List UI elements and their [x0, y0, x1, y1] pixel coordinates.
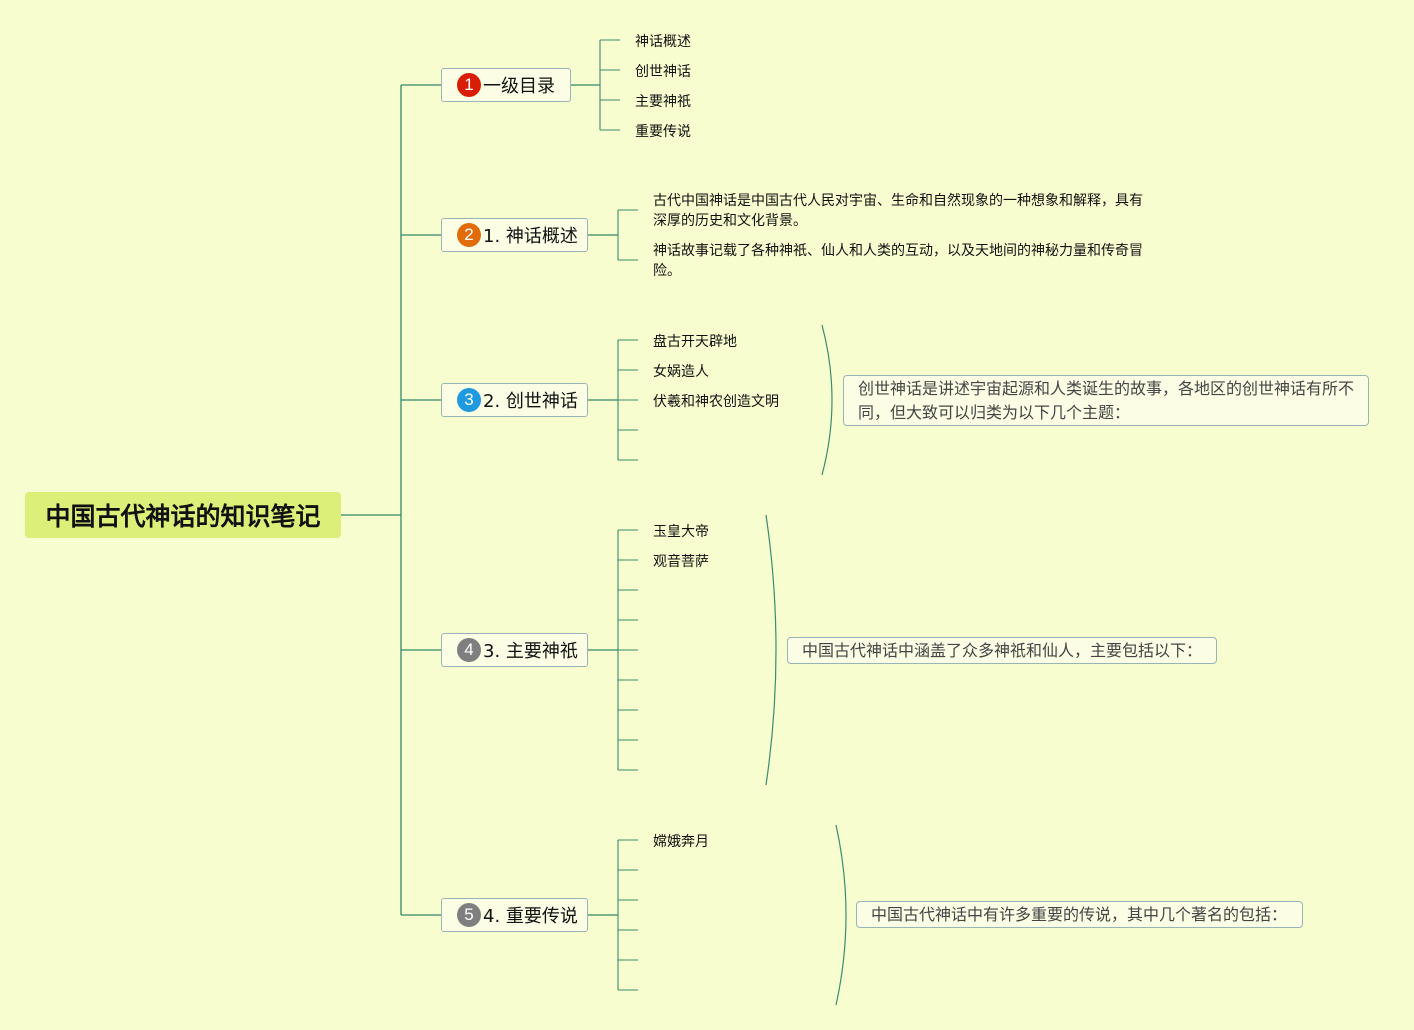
leaf-item[interactable]: 伏羲和神农创造文明 — [653, 394, 779, 410]
leaf-item[interactable]: 神话概述 — [635, 34, 691, 50]
leaf-item[interactable]: 嫦娥奔月 — [653, 834, 709, 850]
number-badge-4: 4 — [457, 638, 481, 662]
root-title: 中国古代神话的知识笔记 — [45, 502, 321, 531]
leaf-item[interactable]: 重要传说 — [635, 124, 691, 140]
topic-overview[interactable]: 2 1. 神话概述 — [441, 218, 588, 252]
number-badge-1: 1 — [457, 73, 481, 97]
leaf-item[interactable]: 盘古开天辟地 — [653, 334, 737, 350]
paragraph-item[interactable]: 神话故事记载了各种神祇、仙人和人类的互动，以及天地间的神秘力量和传奇冒险。 — [653, 243, 1143, 279]
number-badge-2: 2 — [457, 223, 481, 247]
root-topic[interactable]: 中国古代神话的知识笔记 — [25, 492, 341, 538]
topic-3-branches — [588, 324, 833, 476]
summary-callout[interactable]: 创世神话是讲述宇宙起源和人类诞生的故事，各地区的创世神话有所不同，但大致可以归类… — [843, 375, 1369, 426]
topic-4-branches — [588, 514, 777, 786]
topic-creation-myths[interactable]: 3 2. 创世神话 — [441, 383, 588, 417]
callout-text: 中国古代神话中有许多重要的传说，其中几个著名的包括： — [871, 904, 1288, 924]
leaf-item[interactable]: 创世神话 — [635, 64, 691, 80]
topic-legends[interactable]: 5 4. 重要传说 — [441, 898, 588, 932]
summary-callout[interactable]: 中国古代神话中涵盖了众多神祇和仙人，主要包括以下： — [787, 637, 1217, 664]
number-badge-5: 5 — [457, 903, 481, 927]
topic-main-deities[interactable]: 4 3. 主要神祇 — [441, 633, 588, 667]
topic-directory[interactable]: 1 一级目录 — [441, 68, 571, 102]
leaf-item[interactable]: 女娲造人 — [653, 364, 709, 380]
topic-label: 3. 主要神祇 — [483, 641, 578, 662]
topic-label: 1. 神话概述 — [483, 226, 578, 247]
topic-2-branches — [588, 209, 638, 261]
leaf-item[interactable]: 主要神祇 — [635, 94, 691, 110]
topic-1-branches — [570, 39, 620, 131]
topic-label: 一级目录 — [483, 76, 555, 97]
leaf-item[interactable]: 观音菩萨 — [653, 554, 709, 570]
callout-text: 中国古代神话中涵盖了众多神祇和仙人，主要包括以下： — [802, 640, 1203, 660]
topic-5-branches — [588, 824, 847, 1006]
summary-callout[interactable]: 中国古代神话中有许多重要的传说，其中几个著名的包括： — [856, 901, 1303, 928]
callout-text: 创世神话是讲述宇宙起源和人类诞生的故事，各地区的创世神话有所不同，但大致可以归类… — [858, 378, 1355, 422]
topic-label: 4. 重要传说 — [483, 906, 578, 927]
paragraph-item[interactable]: 古代中国神话是中国古代人民对宇宙、生命和自然现象的一种想象和解释，具有深厚的历史… — [653, 193, 1143, 229]
topic-label: 2. 创世神话 — [483, 391, 578, 412]
number-badge-3: 3 — [457, 388, 481, 412]
leaf-item[interactable]: 玉皇大帝 — [653, 524, 709, 540]
